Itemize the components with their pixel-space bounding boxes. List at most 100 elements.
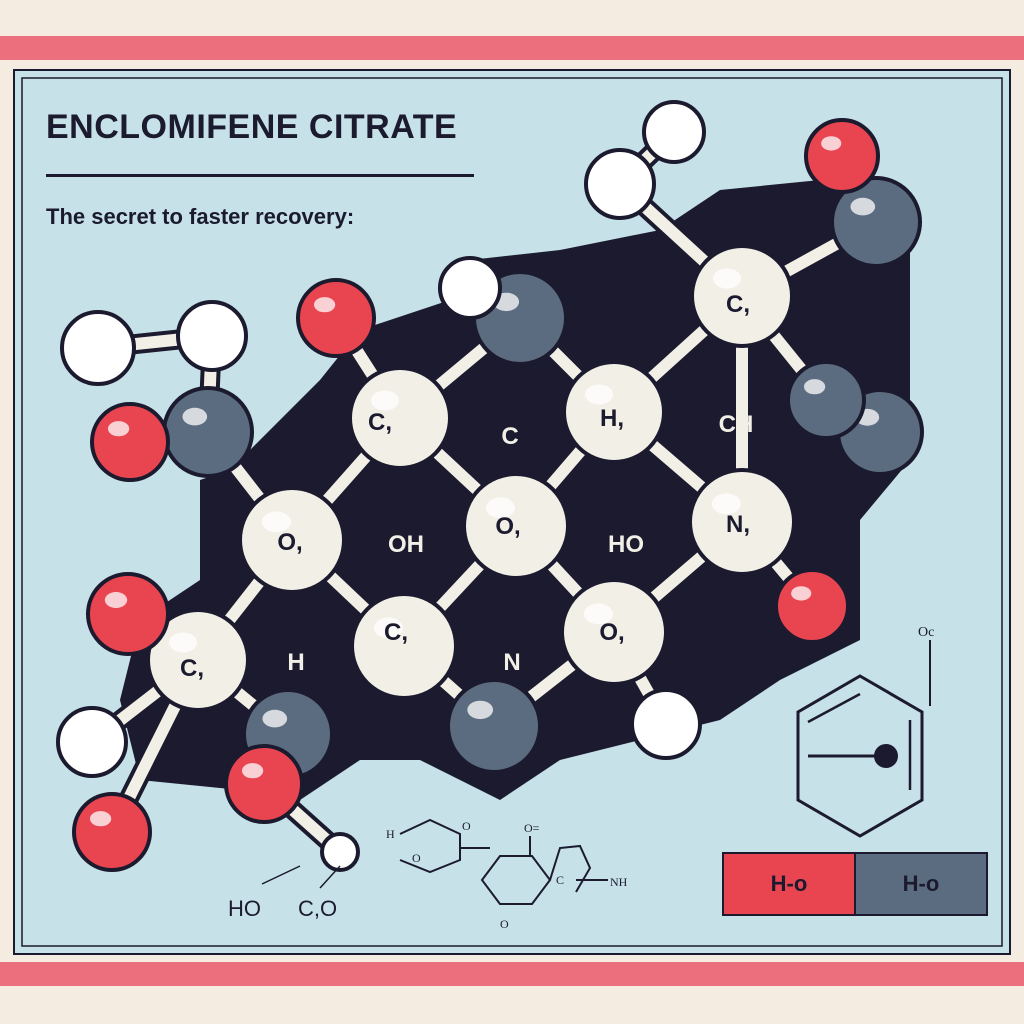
footer-label-ho: HO [228, 896, 261, 921]
carbon-atom [348, 366, 452, 470]
atom-highlight [313, 297, 336, 313]
atom-highlight [646, 705, 666, 719]
scheme-label: NH [610, 875, 628, 889]
ring-label: H [287, 649, 304, 676]
benzene-substituent-atom [874, 744, 898, 768]
carbon-atom [688, 468, 796, 576]
carbon-atom-sphere [348, 366, 452, 470]
atom-highlight [329, 842, 340, 850]
atom-highlight [803, 379, 826, 395]
oxygen-atom-sphere [296, 278, 376, 358]
carbon-atom-sphere [350, 592, 458, 700]
atom-highlight [485, 497, 515, 519]
nitrogen-atom-sphere [446, 678, 542, 774]
atom-highlight [711, 493, 741, 515]
scheme-label: C [556, 873, 564, 887]
atom-highlight [656, 115, 674, 128]
hydrogen-atom-sphere [584, 148, 656, 220]
atom-label: O, [599, 619, 624, 646]
ring-label: HO [608, 531, 644, 558]
atom-highlight [169, 632, 197, 653]
atom-highlight [821, 136, 842, 151]
hydrogen-atom [584, 148, 656, 220]
panel-inner-frame [21, 77, 1003, 947]
scheme-label: O [412, 851, 421, 865]
oxygen-atom [224, 744, 304, 824]
oxygen-atom [804, 118, 880, 194]
carbon-atom-sphere [690, 244, 794, 348]
atom-highlight [850, 197, 876, 216]
panel-frame [13, 69, 1011, 955]
structure-scheme [399, 818, 608, 905]
poster-subtitle: The secret to faster recovery: [46, 204, 355, 229]
atom-highlight [77, 328, 98, 343]
oxygen-atom [72, 792, 152, 872]
ring-label: C [501, 423, 518, 450]
carbon-atom [238, 486, 346, 594]
oxygen-atom-sphere [804, 118, 880, 194]
scheme-label: O [500, 917, 509, 931]
atom-highlight [261, 511, 291, 533]
hydrogen-atom-sphere [56, 706, 128, 778]
atom-highlight [713, 268, 741, 289]
scheme-label: O= [524, 821, 540, 835]
hydrogen-atom [438, 256, 502, 320]
carbon-atom [562, 360, 666, 464]
hydrogen-atom-sphere [320, 832, 360, 872]
atom-highlight [373, 617, 403, 639]
atom-highlight [107, 421, 130, 437]
legend-label: H-o [902, 871, 940, 896]
hydrogen-atom-sphere [630, 688, 702, 760]
atom-label: C, [726, 291, 750, 318]
atom-highlight [241, 763, 264, 779]
carbon-atom [462, 472, 570, 580]
hydrogen-atom-sphere [438, 256, 502, 320]
nitrogen-atom [786, 360, 866, 440]
ring-label: CH [719, 411, 754, 438]
poster-title: ENCLOMIFENE CITRATE [46, 108, 458, 146]
benzene-ring-outline [796, 674, 924, 838]
scheme-label: H [386, 827, 395, 841]
legend-swatch-oxygen: H-o [722, 852, 856, 916]
benzene-double-bond [807, 692, 861, 724]
ring-label: OH [388, 531, 424, 558]
title-underline [46, 174, 474, 177]
bottom-stripe [0, 962, 1024, 986]
legend-label: H-o [770, 871, 808, 896]
oxygen-atom [774, 568, 850, 644]
nitrogen-atom-sphere [830, 176, 922, 268]
hydrogen-atom [56, 706, 128, 778]
footer-pointer [319, 865, 341, 889]
atom-highlight [452, 271, 470, 284]
carbon-atom-sphere [238, 486, 346, 594]
legend-swatch-nitrogen: H-o [854, 852, 988, 916]
carbon-atom [690, 244, 794, 348]
footer-pointer [261, 865, 301, 885]
carbon-atom-sphere [688, 468, 796, 576]
atom-highlight [104, 592, 128, 608]
atom-label: H, [600, 405, 624, 432]
oxygen-atom [296, 278, 376, 358]
footer-label-co: C,O [298, 896, 337, 921]
carbon-atom-sphere [146, 608, 250, 712]
atom-highlight [89, 811, 112, 827]
hydrogen-atom [642, 100, 706, 164]
oxygen-atom-sphere [72, 792, 152, 872]
nitrogen-atom-sphere [162, 386, 254, 478]
atom-highlight [371, 390, 399, 411]
nitrogen-atom [446, 678, 542, 774]
nitrogen-atom [162, 386, 254, 478]
atom-highlight [467, 700, 494, 720]
carbon-atom [560, 578, 668, 686]
atom-group [56, 100, 924, 872]
carbon-atom-sphere [560, 578, 668, 686]
atom-label: O, [495, 513, 520, 540]
oxygen-atom-sphere [90, 402, 170, 482]
carbon-atom [350, 592, 458, 700]
oxygen-atom-sphere [86, 572, 170, 656]
scheme-ring-right [549, 844, 592, 893]
atom-highlight [585, 384, 613, 405]
carbon-atom [146, 608, 250, 712]
scheme-label: O [462, 819, 471, 833]
